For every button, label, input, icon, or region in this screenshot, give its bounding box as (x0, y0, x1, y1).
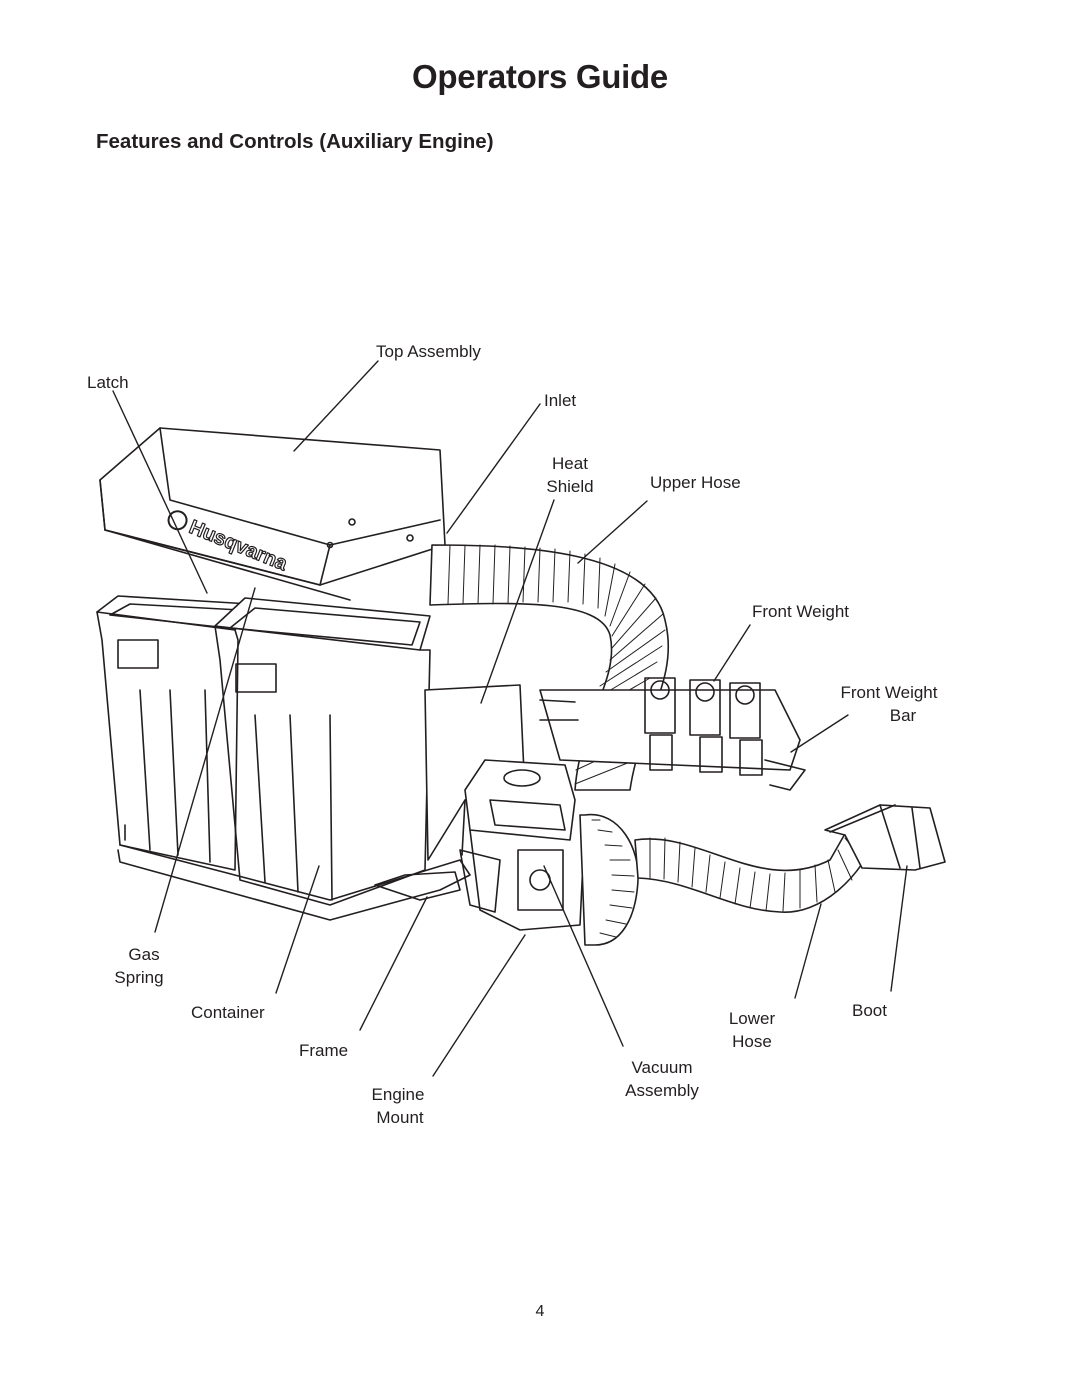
label-frame: Frame (299, 1041, 349, 1060)
page-title: Operators Guide (412, 58, 668, 95)
label-front-weight: Front Weight (752, 602, 850, 621)
label-front-weight-bar: Front Weight Bar (832, 681, 946, 727)
label-heat-shield: Heat Shield (540, 452, 600, 498)
leader-lines (112, 360, 908, 1077)
label-container: Container (191, 1003, 265, 1022)
vacuum-assembly-part (579, 813, 639, 946)
label-inlet: Inlet (544, 391, 577, 410)
label-latch: Latch (87, 373, 129, 392)
label-lower-hose-line1: Lower (728, 1009, 776, 1028)
engine-part (459, 759, 586, 931)
label-gas-spring-line1: Gas (128, 945, 160, 964)
label-front-weight-bar-line2: Bar (889, 706, 917, 725)
label-front-weight-bar-line1: Front Weight (840, 683, 938, 702)
label-engine-mount-line2: Mount (376, 1108, 424, 1127)
label-lower-hose: Lower Hose (724, 1007, 780, 1053)
frame-part (117, 824, 471, 921)
label-top-assembly: Top Assembly (376, 342, 481, 361)
top-assembly-part (99, 427, 446, 601)
label-gas-spring: Gas Spring (106, 943, 172, 989)
page-number: 4 (535, 1303, 545, 1320)
container-right-part (214, 597, 431, 906)
label-heat-shield-line1: Heat (552, 454, 588, 473)
label-upper-hose: Upper Hose (650, 473, 741, 492)
label-engine-mount: Engine Mount (366, 1083, 430, 1129)
label-vacuum-assembly-line2: Assembly (625, 1081, 699, 1100)
label-vacuum-assembly: Vacuum Assembly (620, 1056, 704, 1102)
label-vacuum-assembly-line1: Vacuum (631, 1058, 693, 1077)
label-gas-spring-line2: Spring (114, 968, 164, 987)
section-heading: Features and Controls (Auxiliary Engine) (96, 130, 494, 153)
label-lower-hose-line2: Hose (732, 1032, 772, 1051)
front-weight-bar-part (539, 677, 806, 791)
label-boot: Boot (852, 1001, 887, 1020)
label-heat-shield-line2: Shield (546, 477, 594, 496)
boot-part (824, 804, 946, 871)
label-engine-mount-line1: Engine (371, 1085, 425, 1104)
lower-hose-part (634, 824, 881, 913)
